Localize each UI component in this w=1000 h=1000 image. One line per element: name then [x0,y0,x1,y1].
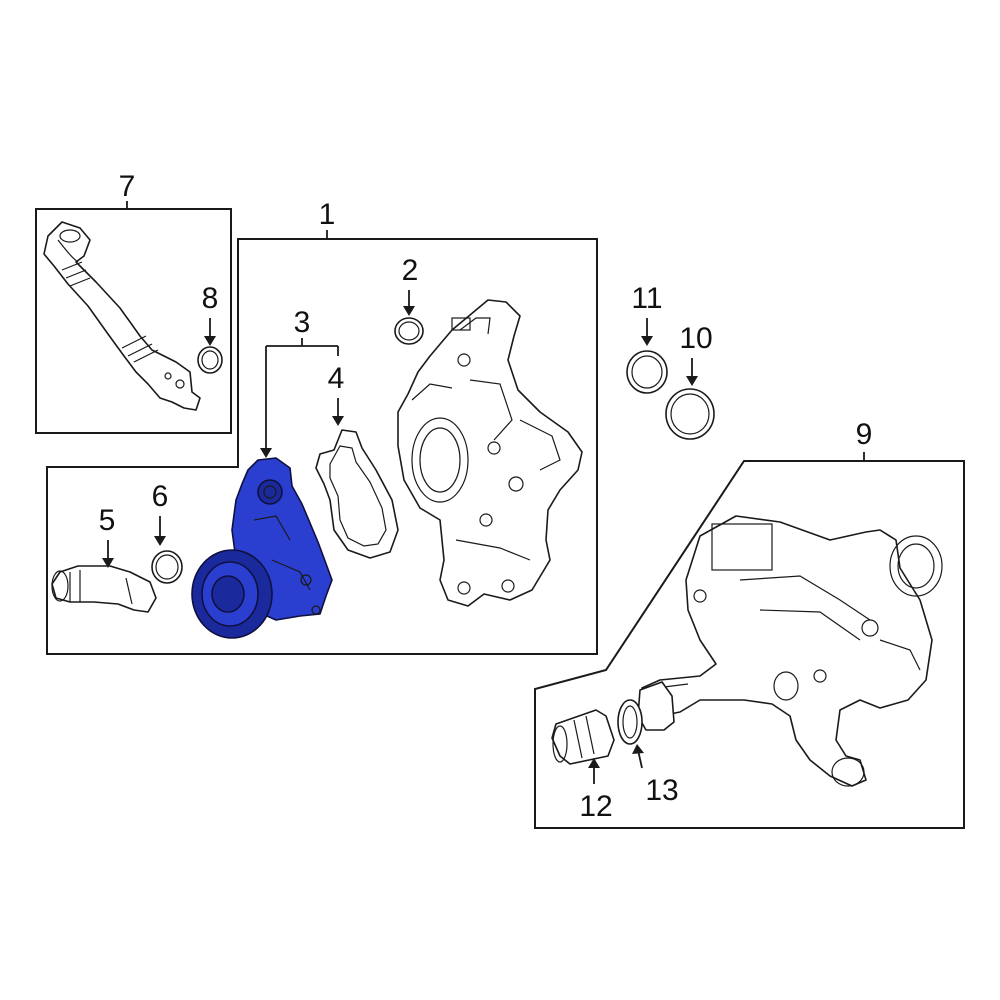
callout-4[interactable]: 4 [328,362,345,395]
callout-11[interactable]: 11 [631,282,662,315]
arrow-11 [641,318,653,346]
seal-13 [617,699,643,745]
group-7-box [35,201,232,434]
arrow-6 [154,516,166,546]
callout-13[interactable]: 13 [645,774,678,807]
connector-12 [551,709,615,765]
arrow-8 [204,318,216,346]
callout-6[interactable]: 6 [152,480,169,513]
callout-12[interactable]: 12 [579,790,612,823]
o-ring-6 [151,550,183,584]
arrow-10 [686,358,698,386]
callout-1[interactable]: 1 [319,198,336,231]
callout-9[interactable]: 9 [856,418,873,451]
seal-11 [626,350,668,394]
thermostat-housing [639,515,943,787]
gasket-4 [315,429,399,559]
arrow-2 [403,290,415,316]
seal-10 [665,388,715,440]
callout-2[interactable]: 2 [402,254,419,287]
callout-10[interactable]: 10 [679,322,712,355]
o-ring-2 [394,317,424,345]
bracket-3 [260,338,339,458]
o-ring-8 [197,346,223,374]
callout-5[interactable]: 5 [99,504,116,537]
arrow-12 [588,758,600,784]
arrow-13 [632,744,644,769]
coolant-hose [43,221,201,411]
arrow-5 [102,540,114,568]
group-9-box [534,452,965,829]
callout-7[interactable]: 7 [119,170,136,203]
water-pump[interactable] [191,457,333,639]
hose-connector-5 [51,565,157,613]
group-1-box [46,230,598,655]
callout-8[interactable]: 8 [202,282,219,315]
pump-housing [397,299,583,607]
callout-3[interactable]: 3 [294,306,311,339]
arrow-4 [332,398,344,426]
